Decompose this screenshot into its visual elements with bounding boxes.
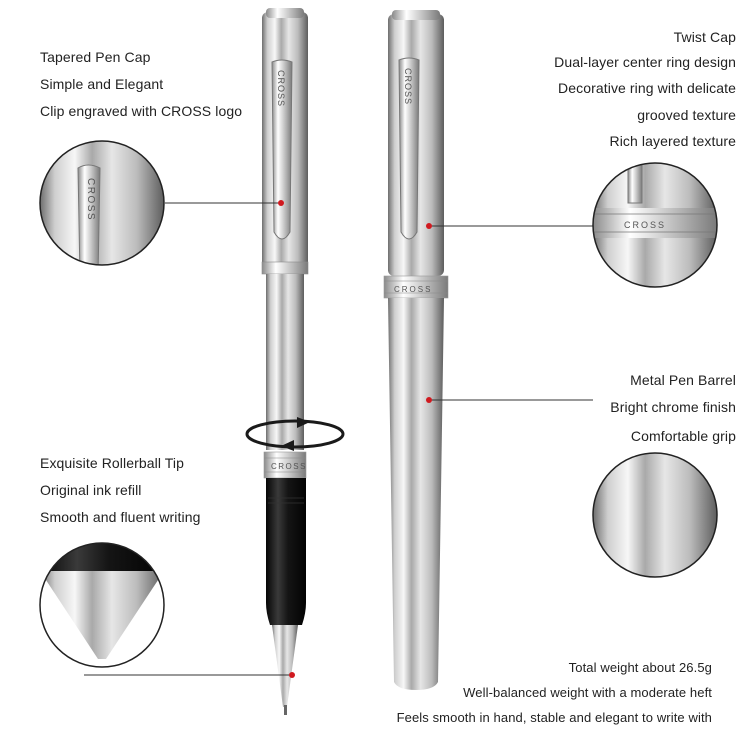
cap-marker-dot [278, 200, 284, 206]
detail-circle-cap-clip: CROSS [39, 140, 165, 266]
tip-marker-dot [289, 672, 295, 678]
svg-text:CROSS: CROSS [403, 68, 413, 105]
tip-left-line-1: Exquisite Rollerball Tip [40, 455, 185, 471]
svg-text:CROSS: CROSS [85, 178, 96, 221]
cap-left-line-1: Tapered Pen Cap [40, 49, 151, 65]
twist-arrow-icon [245, 419, 345, 449]
svg-text:CROSS: CROSS [276, 70, 286, 107]
svg-text:CROSS: CROSS [271, 462, 307, 471]
left-pen-grip [266, 478, 306, 625]
weight-line-2: Well-balanced weight with a moderate hef… [463, 685, 712, 700]
left-pen: CROSS CROSS [245, 8, 345, 715]
left-pen-clip [271, 59, 293, 240]
right-pen: CROSS CROSS [383, 10, 449, 690]
weight-line-1: Total weight about 26.5g [568, 660, 712, 675]
callout-lines [84, 202, 593, 676]
cap-right-line-4: grooved texture [637, 107, 736, 123]
detail-circle-twist-ring: CROSS [592, 162, 718, 288]
svg-text:CROSS: CROSS [394, 285, 432, 294]
cap-right-line-5: Rich layered texture [609, 133, 736, 149]
svg-text:CROSS: CROSS [624, 220, 666, 230]
detail-circle-barrel [592, 452, 718, 578]
detail-circle-tip [39, 542, 165, 668]
barrel-right-line-2: Bright chrome finish [610, 399, 736, 415]
cap-right-line-2: Dual-layer center ring design [554, 54, 736, 70]
cap-right-line-3: Decorative ring with delicate [558, 80, 736, 96]
cap-left-line-3: Clip engraved with CROSS logo [40, 103, 243, 119]
right-pen-clip [398, 57, 420, 240]
weight-line-3: Feels smooth in hand, stable and elegant… [396, 710, 712, 725]
tip-left-line-2: Original ink refill [40, 482, 142, 498]
cap-left-line-2: Simple and Elegant [40, 76, 164, 92]
barrel-right-line-3: Comfortable grip [630, 428, 736, 444]
barrel-right-line-1: Metal Pen Barrel [630, 372, 736, 388]
right-pen-barrel [388, 298, 444, 690]
cap-right-line-1: Twist Cap [673, 29, 736, 45]
tip-left-line-3: Smooth and fluent writing [40, 509, 201, 525]
